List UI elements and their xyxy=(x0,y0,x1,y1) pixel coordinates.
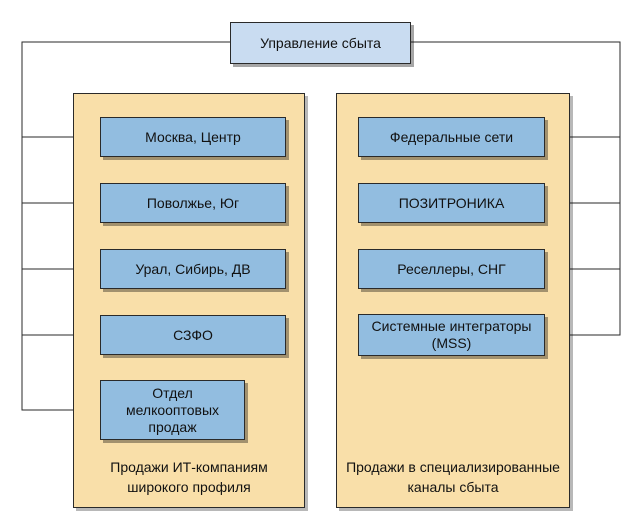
right-node-resellers: Реселлеры, СНГ xyxy=(358,249,545,289)
left-group-caption: Продажи ИТ-компаниям широкого профиля xyxy=(110,459,268,495)
left-node-label: Москва, Центр xyxy=(145,128,241,145)
right-node-label: Федеральные сети xyxy=(389,128,514,145)
right-node-label: Реселлеры, СНГ xyxy=(397,260,506,277)
right-group-caption: Продажи в специализированные каналы сбыт… xyxy=(346,459,560,495)
connector-root-right xyxy=(411,41,621,336)
right-node-label: Системные интеграторы (MSS) xyxy=(371,318,532,351)
left-node-smallwholesale: Отдел мелкооптовых продаж xyxy=(100,380,245,440)
left-node-volga: Поволжье, Юг xyxy=(100,183,286,223)
right-node-pozitronika: ПОЗИТРОНИКА xyxy=(358,183,545,223)
left-node-label: Урал, Сибирь, ДВ xyxy=(135,260,251,277)
left-node-label: СЗФО xyxy=(173,326,213,343)
left-node-label: Отдел мелкооптовых продаж xyxy=(125,384,220,435)
left-node-szfo: СЗФО xyxy=(100,315,286,355)
right-group-panel xyxy=(336,93,570,508)
left-node-ural: Урал, Сибирь, ДВ xyxy=(100,249,286,289)
right-node-integrators: Системные интеграторы (MSS) xyxy=(358,314,545,356)
right-node-label: ПОЗИТРОНИКА xyxy=(398,194,505,211)
root-node: Управление сбыта xyxy=(230,22,411,64)
left-node-moscow: Москва, Центр xyxy=(100,117,286,157)
connector-root-left xyxy=(21,41,230,411)
left-node-label: Поволжье, Юг xyxy=(146,194,240,211)
root-node-label: Управление сбыта xyxy=(260,34,381,51)
right-node-federal-chains: Федеральные сети xyxy=(358,117,545,157)
